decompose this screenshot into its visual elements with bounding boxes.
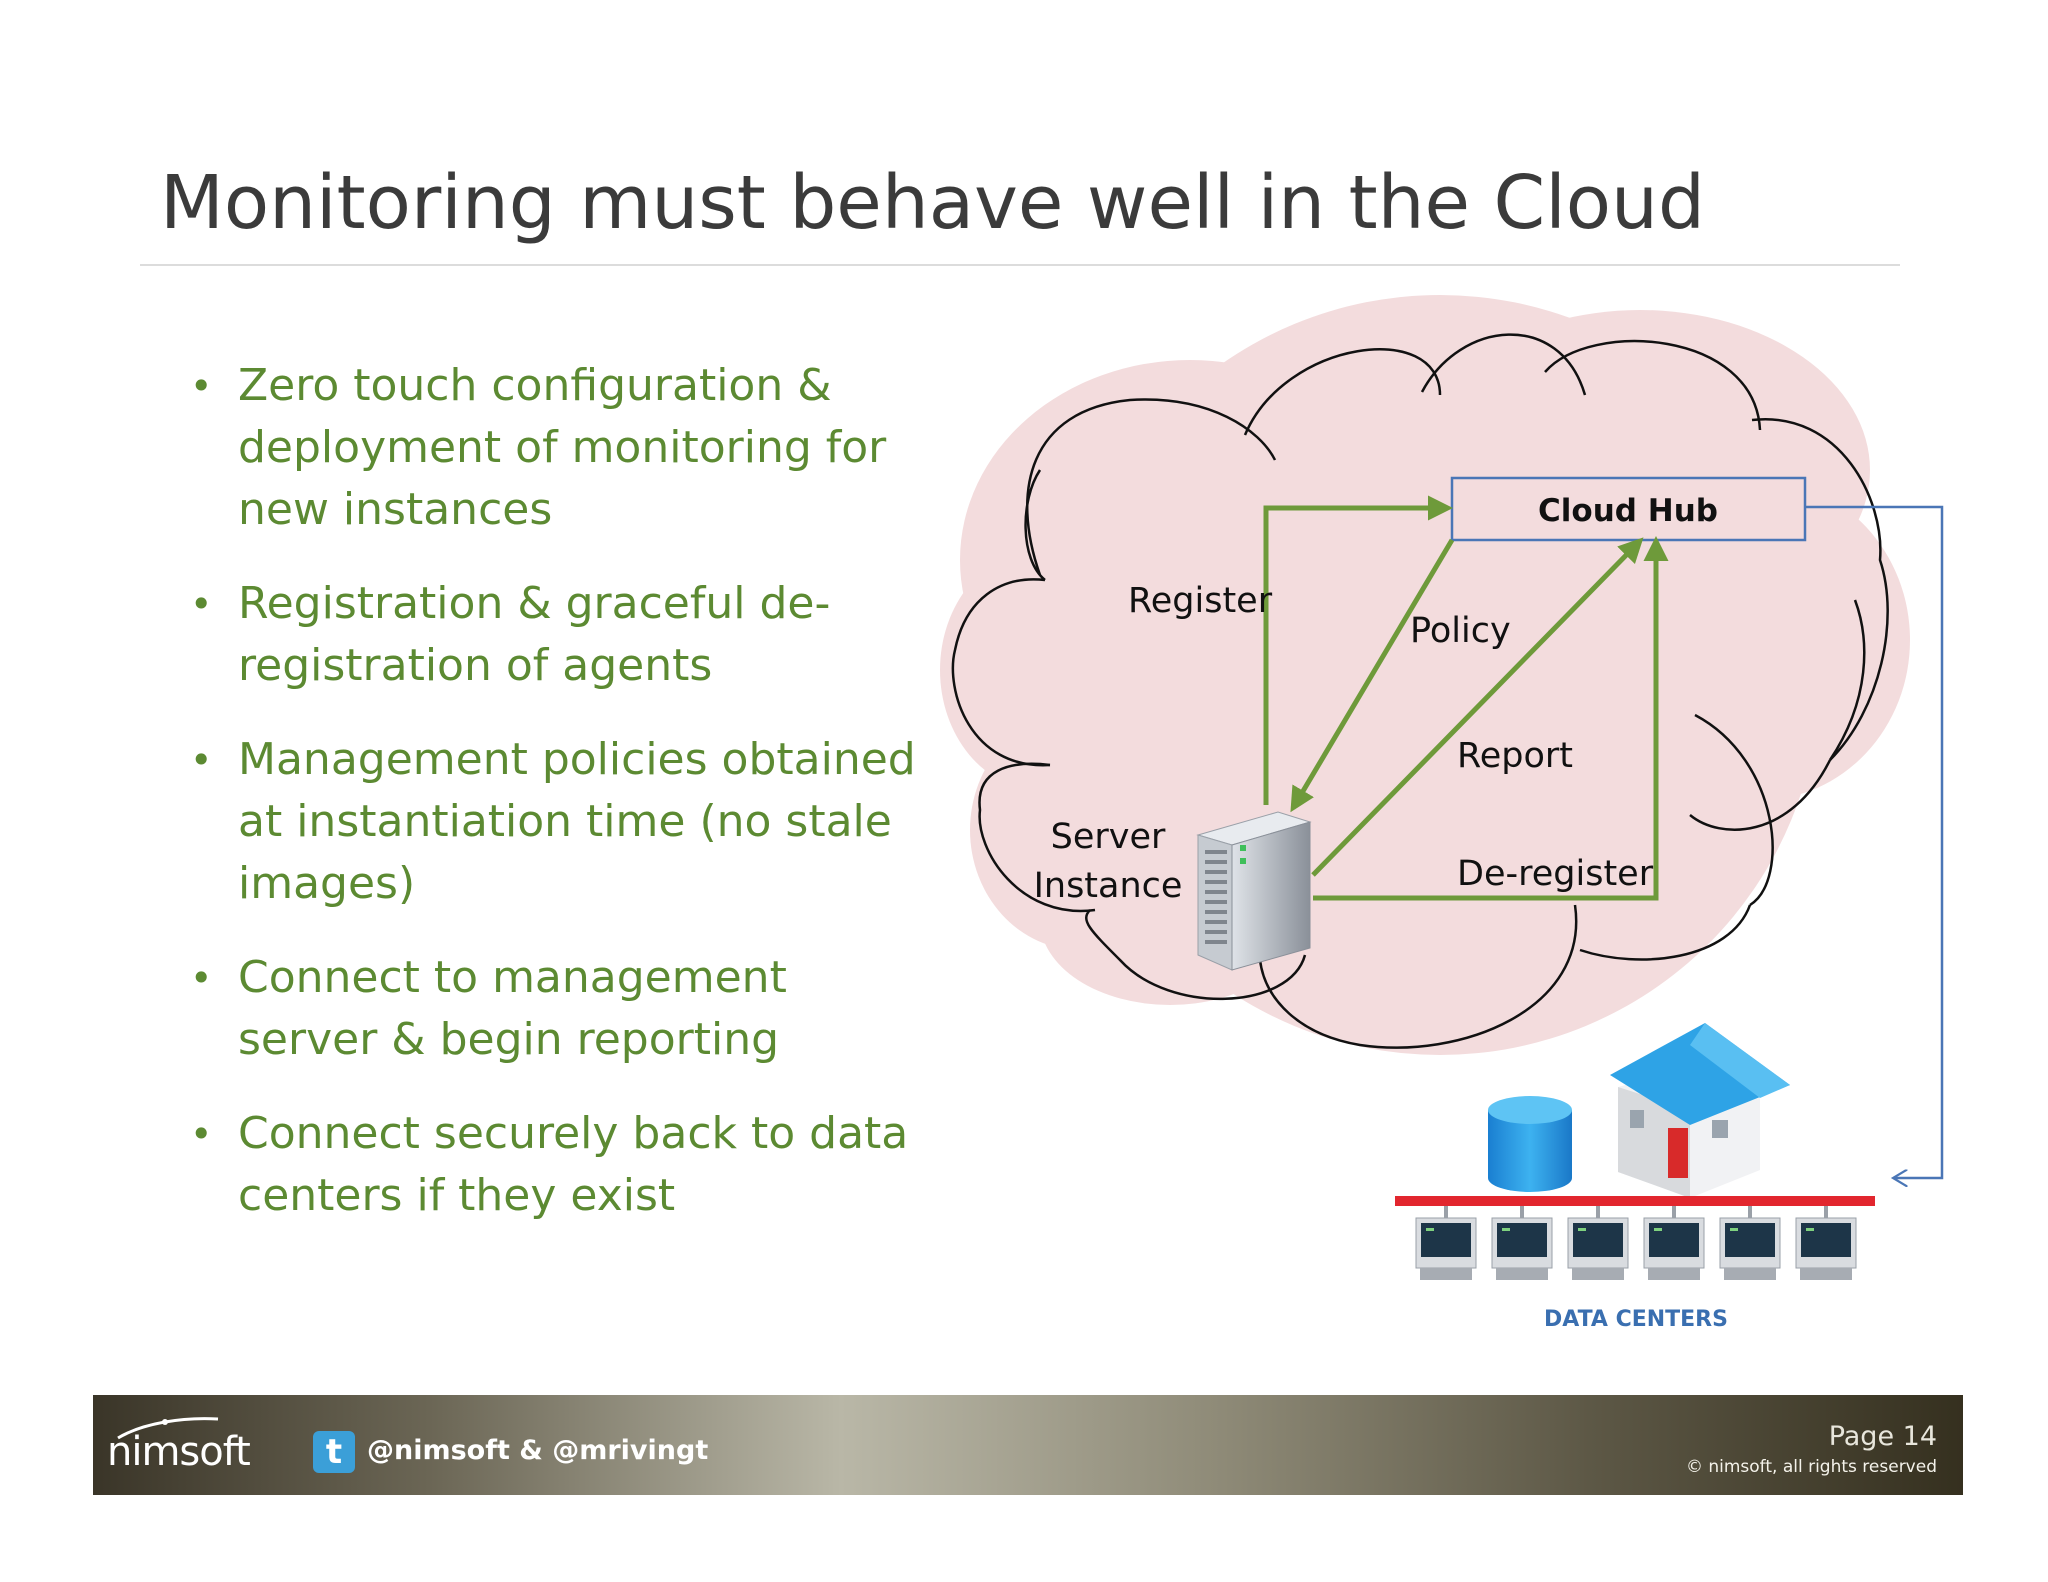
nimsoft-swoosh-icon [117, 1417, 219, 1440]
policy-label: Policy [1410, 611, 1511, 651]
cloud-hub-label: Cloud Hub [1538, 493, 1718, 529]
network-bar [1395, 1196, 1875, 1206]
report-label: Report [1457, 736, 1573, 776]
copyright-text: © nimsoft, all rights reserved [1685, 1457, 1937, 1477]
report-arrow [1311, 537, 1644, 877]
connection-arrows [1263, 495, 1669, 901]
policy-arrow [1290, 538, 1455, 813]
deregister-label: De-register [1457, 854, 1654, 894]
database-icon [1488, 1096, 1572, 1192]
bullet-dot: • [190, 956, 213, 1000]
data-centers-label: DATA CENTERS [1544, 1307, 1728, 1332]
register-arrow [1263, 495, 1453, 805]
bullet-dot: • [190, 364, 213, 408]
bullet-item: •Connect to management server & begin re… [190, 947, 930, 1071]
footer-bar: nimsoft t @nimsoft & @mrivingt Page 14 ©… [93, 1395, 1963, 1495]
deregister-arrow [1313, 536, 1669, 901]
cloud-shape [940, 295, 1910, 1055]
bullet-item: •Zero touch configuration & deployment o… [190, 355, 930, 541]
bullet-dot: • [190, 738, 213, 782]
bullet-item: •Management policies obtained at instant… [190, 729, 930, 915]
bullet-item: •Connect securely back to data centers i… [190, 1103, 930, 1227]
house-icon [1610, 1023, 1790, 1198]
bullet-list: •Zero touch configuration & deployment o… [190, 355, 930, 1259]
cloud-hub-box [1450, 476, 1807, 542]
server-label-line2: Instance [1034, 866, 1183, 906]
nimsoft-logo: nimsoft [107, 1429, 251, 1475]
datacenter-link-arrow [1805, 505, 1944, 1178]
twitter-icon: t [313, 1431, 355, 1473]
register-label: Register [1128, 581, 1273, 621]
server-label-line1: Server [1051, 817, 1166, 857]
network-drops [1444, 1206, 1828, 1218]
twitter-handles: @nimsoft & @mrivingt [367, 1435, 709, 1466]
bullet-dot: • [190, 582, 213, 626]
server-icon [1196, 811, 1312, 971]
title-divider [140, 264, 1900, 266]
bullet-dot: • [190, 1112, 213, 1156]
terminal-monitors [1415, 1217, 1857, 1280]
slide-title: Monitoring must behave well in the Cloud [160, 160, 1705, 246]
page-number: Page 14 [1828, 1421, 1937, 1452]
bullet-item: •Registration & graceful de-registration… [190, 573, 930, 697]
